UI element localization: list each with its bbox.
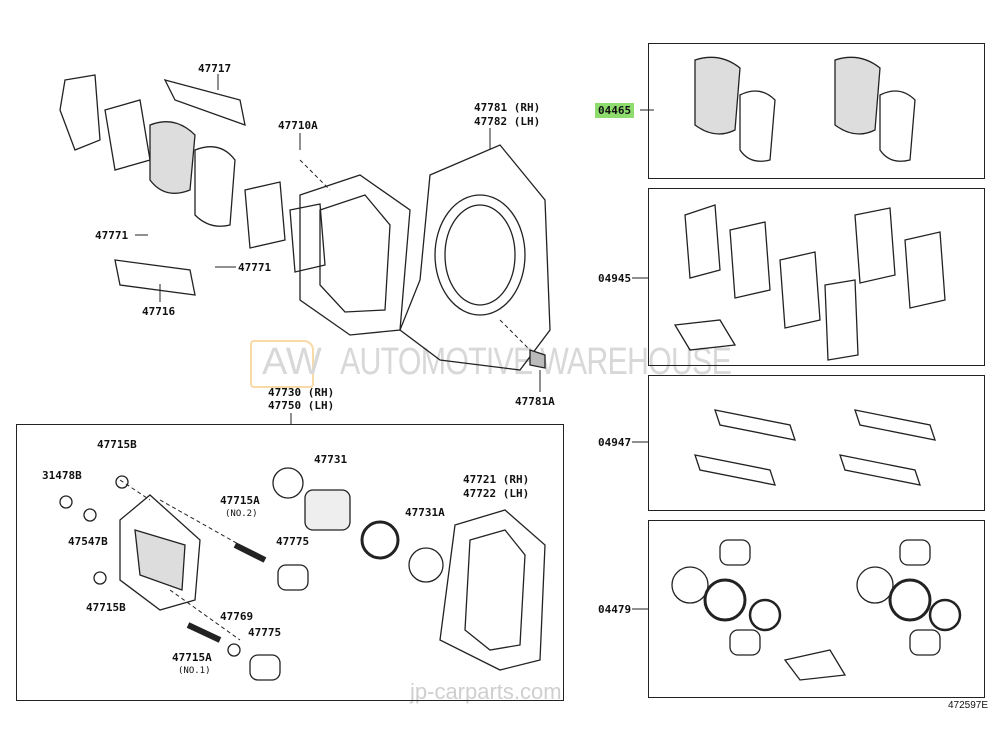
leader-lines	[135, 74, 654, 610]
part-47775-label[interactable]: 47775	[276, 535, 310, 548]
part-47771-label[interactable]: 47771	[238, 261, 272, 274]
part-47715A-no1-label[interactable]: 47715A	[172, 651, 212, 664]
watermark-site: jp-carparts.com	[410, 679, 562, 704]
part-47721-label[interactable]: 47721 (RH)	[463, 473, 530, 486]
part-47775-label[interactable]: 47775	[248, 626, 282, 639]
part-47716-label[interactable]: 47716	[142, 305, 176, 318]
kit-shims	[673, 204, 946, 361]
part-47715B-label[interactable]: 47715B	[86, 601, 126, 614]
part-04945-label[interactable]: 04945	[598, 272, 632, 285]
kit-fittings	[694, 409, 936, 486]
caliper-bracket-illustration	[299, 174, 411, 336]
part-47715A-no1-note: (NO.1)	[178, 666, 211, 676]
part-47731A-label[interactable]: 47731A	[405, 506, 445, 519]
part-47731-label[interactable]: 47731	[314, 453, 348, 466]
kit-pads	[694, 56, 916, 162]
part-47717-label[interactable]: 47717	[198, 62, 232, 75]
part-47715A-no2-note: (NO.2)	[225, 509, 258, 519]
part-04465-label-highlighted[interactable]: 04465	[595, 103, 635, 118]
part-04947-label[interactable]: 04947	[598, 436, 632, 449]
part-47730-label[interactable]: 47730 (RH)	[268, 386, 335, 399]
part-47781A-label[interactable]: 47781A	[515, 395, 555, 408]
brake-pads-illustration	[59, 74, 326, 296]
part-47782-label[interactable]: 47782 (LH)	[474, 115, 541, 128]
diagram-reference: 472597E	[948, 700, 989, 711]
part-47771-label[interactable]: 47771	[95, 229, 129, 242]
part-47750-label[interactable]: 47750 (LH)	[268, 399, 335, 412]
watermark-logo	[250, 340, 314, 388]
shim-kit-box	[648, 188, 985, 366]
part-04479-label[interactable]: 04479	[598, 603, 632, 616]
fitting-kit-box	[648, 375, 985, 511]
part-47781-label[interactable]: 47781 (RH)	[474, 101, 541, 114]
pad-kit-box	[648, 43, 985, 179]
part-47769-label[interactable]: 47769	[220, 610, 254, 623]
part-31478B-label[interactable]: 31478B	[42, 469, 82, 482]
part-47547B-label[interactable]: 47547B	[68, 535, 108, 548]
part-47715B-label[interactable]: 47715B	[97, 438, 137, 451]
part-47722-label[interactable]: 47722 (LH)	[463, 487, 530, 500]
part-47710A-label[interactable]: 47710A	[278, 119, 318, 132]
part-47715A-no2-label[interactable]: 47715A	[220, 494, 260, 507]
caliper-assembly-box	[16, 424, 564, 701]
watermark-logo-text: AW	[262, 341, 322, 383]
kit-seals	[671, 539, 962, 681]
cylinder-kit-box	[648, 520, 985, 698]
caliper-illustration	[59, 467, 546, 681]
dust-shield-illustration	[399, 144, 551, 371]
dashed-guides	[119, 159, 536, 641]
